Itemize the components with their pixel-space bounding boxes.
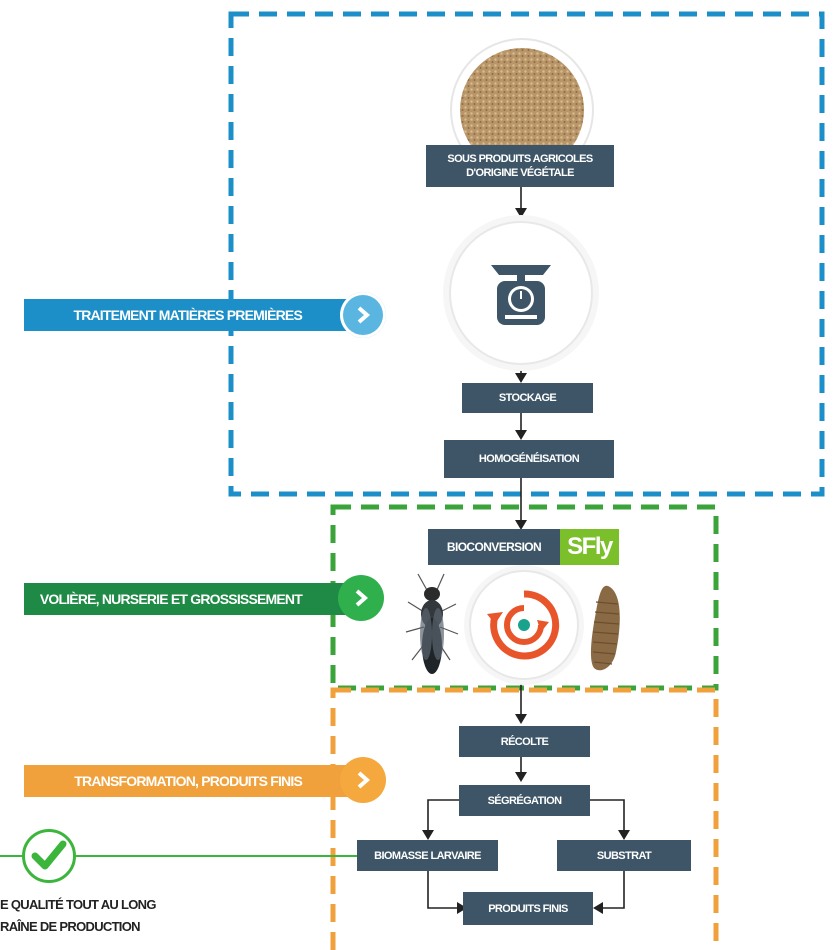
quality-line-1: E QUALITÉ TOUT AU LONG [0, 897, 156, 912]
larva-icon [590, 585, 620, 671]
bioconversion-box: BIOCONVERSION [428, 529, 560, 565]
banner-traitement-label: TRAITEMENT MATIÈRES PREMIÈRES [73, 307, 302, 323]
scale-icon [491, 265, 551, 325]
stockage-box: STOCKAGE [462, 383, 593, 413]
chevron-right-icon [340, 292, 386, 338]
biomasse-box: BIOMASSE LARVAIRE [357, 840, 498, 871]
banner-transformation: TRANSFORMATION, PRODUITS FINIS [24, 765, 360, 797]
segregation-box: SÉGRÉGATION [459, 785, 590, 816]
chevron-right-icon [338, 575, 384, 621]
banner-voliere: VOLIÈRE, NURSERIE ET GROSSISSEMENT [24, 583, 360, 615]
sfly-badge: SFly [560, 529, 619, 565]
raw-material-box: SOUS PRODUITS AGRICOLES D'ORIGINE VÉGÉTA… [426, 145, 614, 187]
fly-icon [405, 573, 459, 674]
homogenisation-box: HOMOGÉNÉISATION [444, 440, 614, 478]
substrat-box: SUBSTRAT [557, 840, 691, 871]
banner-transformation-label: TRANSFORMATION, PRODUITS FINIS [74, 773, 303, 789]
cycle-circle [471, 572, 577, 678]
cycle-icon [487, 590, 560, 660]
scale-circle [451, 223, 591, 363]
quality-text: E QUALITÉ TOUT AU LONG RAÎNE DE PRODUCTI… [0, 894, 230, 938]
recolte-box: RÉCOLTE [459, 726, 590, 757]
banner-traitement: TRAITEMENT MATIÈRES PREMIÈRES [24, 299, 360, 331]
chevron-right-icon [340, 757, 386, 803]
grain-icon [460, 48, 584, 172]
check-icon [22, 829, 76, 883]
quality-line-2: RAÎNE DE PRODUCTION [0, 919, 141, 934]
produits-finis-box: PRODUITS FINIS [463, 892, 593, 925]
banner-voliere-label: VOLIÈRE, NURSERIE ET GROSSISSEMENT [39, 591, 303, 607]
